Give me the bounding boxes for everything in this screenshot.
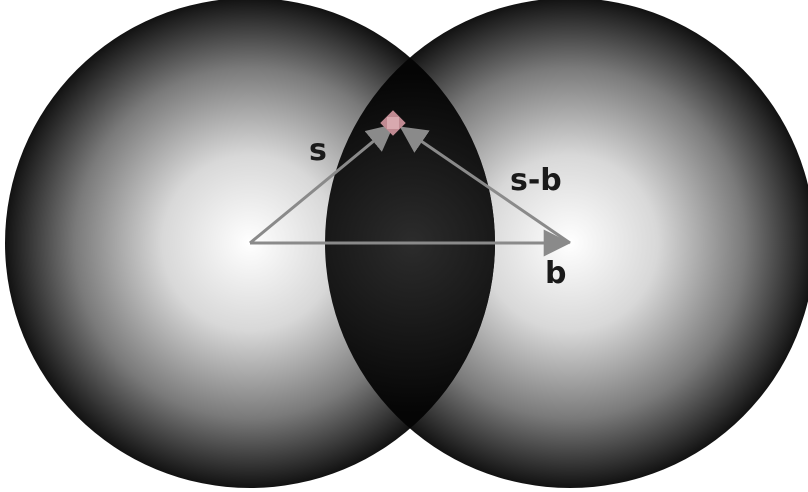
overlap-region <box>325 0 495 488</box>
label-s-minus-b: s-b <box>510 163 562 198</box>
vector-s <box>249 124 395 245</box>
label-s: s <box>309 133 327 168</box>
vector-s-minus-b <box>399 126 571 245</box>
label-b: b <box>545 256 566 291</box>
point-marker <box>380 110 406 136</box>
